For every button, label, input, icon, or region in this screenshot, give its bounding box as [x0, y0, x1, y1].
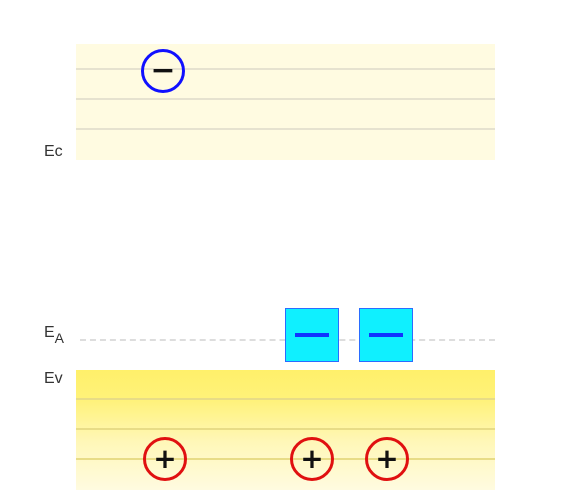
ea-label-subscript: A — [54, 330, 65, 346]
conduction-level-line — [76, 128, 495, 130]
ec-label: Ec — [44, 143, 63, 160]
hole-symbol: + — [300, 442, 324, 475]
hole-symbol: + — [375, 442, 399, 475]
conduction-level-line — [76, 98, 495, 100]
valence-level-line — [76, 458, 495, 460]
hole: + — [290, 437, 334, 481]
electron: − — [141, 49, 185, 93]
valence-level-line — [76, 398, 495, 400]
valence-level-line — [76, 428, 495, 430]
hole: + — [365, 437, 409, 481]
ea-label-main: E — [44, 324, 55, 341]
electron-symbol: − — [150, 53, 176, 88]
valence-band — [76, 370, 495, 490]
negative-charge-bar — [369, 333, 403, 337]
hole-symbol: + — [153, 442, 177, 475]
ev-label: Ev — [44, 370, 63, 387]
hole: + — [143, 437, 187, 481]
conduction-band — [76, 44, 495, 160]
acceptor-ion — [285, 308, 339, 362]
conduction-level-line — [76, 68, 495, 70]
negative-charge-bar — [295, 333, 329, 337]
acceptor-ion — [359, 308, 413, 362]
ea-label: EA — [44, 324, 64, 346]
